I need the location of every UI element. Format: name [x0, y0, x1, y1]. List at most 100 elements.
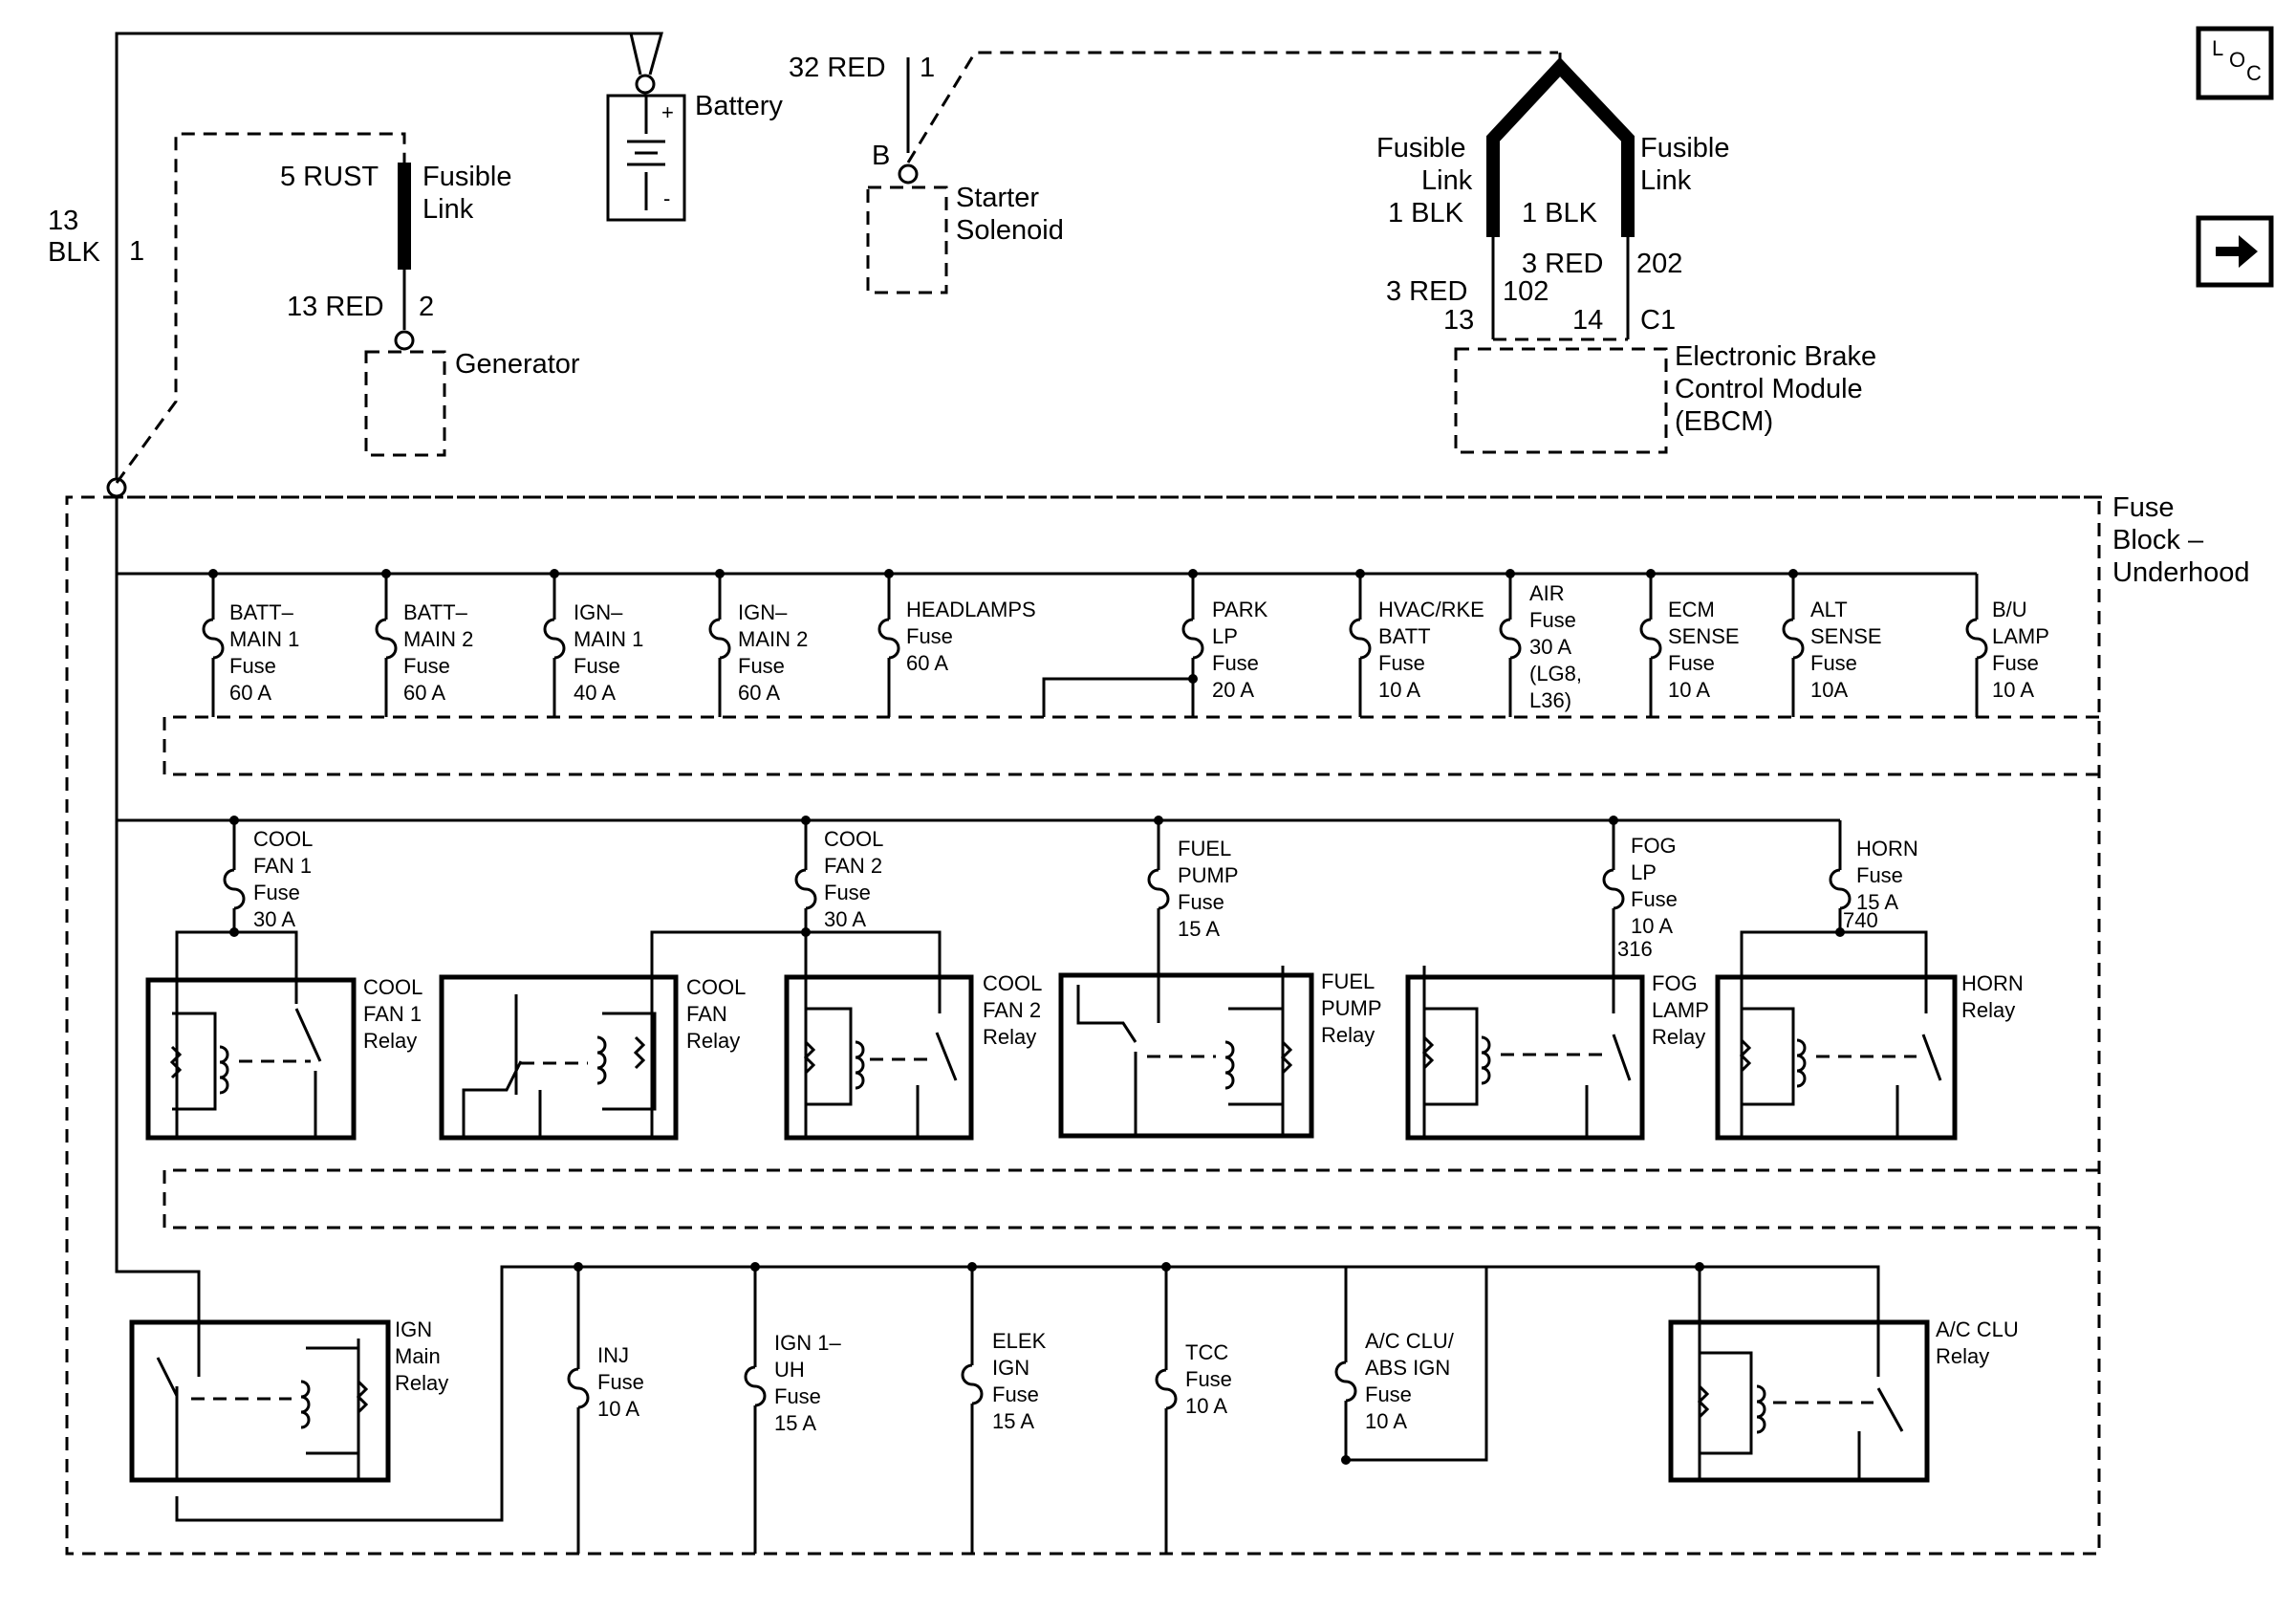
svg-text:202: 202	[1636, 249, 1682, 279]
generator-circuit: 2	[419, 292, 434, 322]
generator-label: Generator	[455, 349, 580, 380]
starter-solenoid	[866, 185, 948, 294]
svg-text:14: 14	[1572, 305, 1603, 336]
svg-text:C1: C1	[1640, 305, 1676, 336]
svg-text:-: -	[663, 186, 670, 210]
starter-terminal: B	[872, 141, 890, 171]
generator-wire: 13 RED	[287, 292, 384, 322]
ebcm-module	[1454, 347, 1668, 454]
svg-text:316: 316	[1617, 937, 1653, 961]
svg-text:L: L	[2212, 36, 2223, 60]
left-wire-circuit: 1	[129, 236, 144, 267]
gen-fusible-wire: 5 RUST	[280, 162, 379, 192]
loc-icon[interactable]: L O C	[2196, 26, 2274, 100]
battery: + - Battery	[606, 91, 783, 222]
svg-text:3 RED: 3 RED	[1522, 249, 1603, 279]
svg-text:1 BLK: 1 BLK	[1522, 198, 1598, 229]
svg-text:740: 740	[1843, 908, 1878, 932]
svg-text:13: 13	[1443, 305, 1474, 336]
starter-wire-circuit: 1	[920, 53, 935, 83]
arrow-right-icon[interactable]	[2196, 215, 2274, 288]
starter-wire-gauge: 32 RED	[789, 53, 886, 83]
generator	[364, 350, 446, 457]
battery-label: Battery	[695, 91, 783, 121]
svg-text:3 RED: 3 RED	[1386, 276, 1467, 307]
svg-text:C: C	[2246, 61, 2262, 85]
svg-text:O: O	[2229, 48, 2245, 72]
svg-text:102: 102	[1503, 276, 1549, 307]
svg-text:+: +	[661, 100, 674, 124]
